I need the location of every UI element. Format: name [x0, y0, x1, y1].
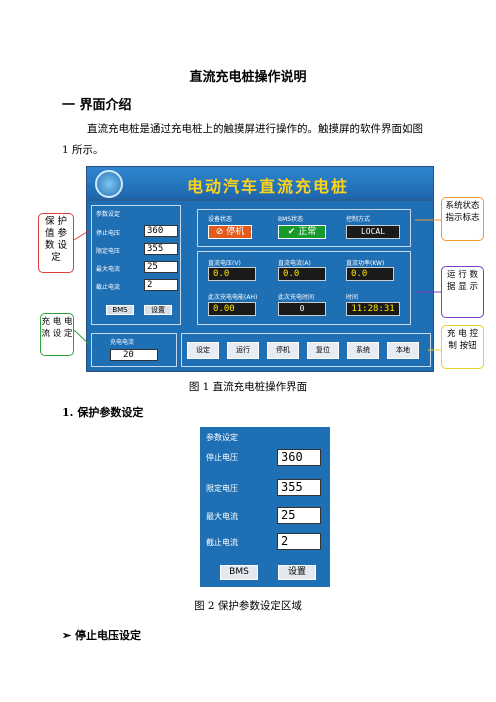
device-status-value: 停机 — [226, 227, 245, 237]
local-button[interactable]: 本地 — [387, 342, 419, 359]
status-group: 设备状态 ⊘ 停机 BMS状态 ✔ 正常 控制方式 LOCAL — [197, 209, 411, 247]
limit-voltage-input[interactable]: 355 — [277, 479, 321, 496]
stop-voltage-input[interactable]: 360 — [144, 225, 178, 237]
dc-power-readout: 0.0 — [346, 267, 394, 281]
figure1-caption: 图 1 直流充电桩操作界面 — [188, 381, 308, 393]
param-label: 截止电流 — [96, 284, 121, 291]
arrow-bullet-icon: ➢ — [62, 629, 76, 642]
callout-run-data: 运 行 数 据 显 示 — [441, 266, 484, 318]
max-current-input[interactable]: 25 — [144, 261, 178, 273]
set-button[interactable]: 设置 — [144, 305, 172, 315]
bms-status-value: 正常 — [298, 227, 317, 237]
bms-button[interactable]: BMS — [220, 565, 258, 580]
dc-current-readout: 0.0 — [278, 267, 326, 281]
control-mode-label: 控制方式 — [346, 216, 371, 223]
stop-button[interactable]: 停机 — [267, 342, 299, 359]
params-panel-detail: 参数设定 停止电压 360 限定电压 355 最大电流 25 截止电流 2 BM… — [200, 427, 330, 587]
callout-control-buttons: 充 电 控 制 按钮 — [441, 325, 484, 369]
energy-readout: 0.00 — [208, 302, 256, 316]
callout-protect-params: 保 护 值 参 数 设 定 — [38, 213, 74, 273]
limit-voltage-input[interactable]: 355 — [144, 243, 178, 255]
params-header: 参数设定 — [206, 433, 238, 442]
cutoff-current-input[interactable]: 2 — [144, 279, 178, 291]
energy-label: 此次充电电能(AH) — [208, 294, 258, 301]
charge-current-input[interactable]: 20 — [110, 349, 158, 361]
bms-status-label: BMS状态 — [278, 216, 304, 223]
charge-current-group: 充电电流 20 — [91, 333, 177, 367]
duration-readout: 0 — [278, 302, 326, 316]
device-status-badge: ⊘ 停机 — [208, 225, 252, 239]
params-header: 参数设定 — [96, 211, 121, 218]
stop-voltage-input[interactable]: 360 — [277, 449, 321, 466]
check-icon: ✔ — [287, 227, 299, 237]
dc-voltage-label: 直流电压(V) — [208, 260, 241, 267]
param-label: 停止电压 — [206, 453, 238, 462]
hmi-title: 电动汽车直流充电桩 — [187, 177, 350, 196]
reset-button[interactable]: 复位 — [307, 342, 339, 359]
section-heading-interface: 一 界面介绍 — [62, 98, 132, 113]
subsection-label: 停止电压设定 — [75, 629, 142, 642]
params-group: 参数设定 停止电压 360 限定电压 355 最大电流 25 截止电流 2 BM… — [91, 205, 181, 325]
subsection-heading: ➢ 停止电压设定 — [62, 627, 141, 643]
param-label: 停止电压 — [96, 230, 121, 237]
hmi-banner: 电动汽车直流充电桩 — [87, 167, 433, 201]
param-label: 限定电压 — [96, 248, 121, 255]
control-mode-value: LOCAL — [346, 225, 400, 239]
run-button[interactable]: 运行 — [227, 342, 259, 359]
param-label: 最大电流 — [206, 512, 238, 521]
stop-icon: ⊘ — [215, 227, 227, 237]
param-label: 截止电流 — [206, 538, 238, 547]
duration-label: 此次充电时间 — [278, 294, 315, 301]
dc-voltage-readout: 0.0 — [208, 267, 256, 281]
max-current-input[interactable]: 25 — [277, 507, 321, 524]
section-heading-protect: 1. 保护参数设定 — [62, 406, 144, 419]
dc-power-label: 直流功率(KW) — [346, 260, 385, 267]
param-label: 最大电流 — [96, 266, 121, 273]
figure2-caption: 图 2 保护参数设定区域 — [194, 600, 302, 612]
hmi-screen: 电动汽车直流充电桩 参数设定 停止电压 360 限定电压 355 最大电流 25… — [86, 166, 434, 372]
param-label: 限定电压 — [206, 484, 238, 493]
system-button[interactable]: 系统 — [347, 342, 379, 359]
callout-charge-current: 充 电 电 流 设 定 — [40, 313, 74, 356]
time-label: 时间 — [346, 294, 359, 301]
bms-status-badge: ✔ 正常 — [278, 225, 326, 239]
dc-current-label: 直流电流(A) — [278, 260, 311, 267]
time-readout: 11:28:31 — [346, 302, 400, 316]
setup-button[interactable]: 设定 — [187, 342, 219, 359]
charge-current-label: 充电电流 — [110, 339, 135, 346]
set-button[interactable]: 设置 — [278, 565, 316, 580]
control-buttons-group: 设定 运行 停机 复位 系统 本地 — [181, 333, 431, 367]
device-status-label: 设备状态 — [208, 216, 233, 223]
run-data-group: 直流电压(V) 0.0 直流电流(A) 0.0 直流功率(KW) 0.0 此次充… — [197, 251, 411, 325]
globe-logo-icon — [95, 170, 123, 198]
bms-button[interactable]: BMS — [106, 305, 134, 315]
intro-paragraph: 直流充电桩是通过充电桩上的触摸屏进行操作的。触摸屏的软件界面如图 1 所示。 — [62, 123, 423, 156]
document-title: 直流充电桩操作说明 — [189, 70, 307, 85]
cutoff-current-input[interactable]: 2 — [277, 533, 321, 550]
callout-status: 系统状态指示标志 — [441, 197, 484, 241]
